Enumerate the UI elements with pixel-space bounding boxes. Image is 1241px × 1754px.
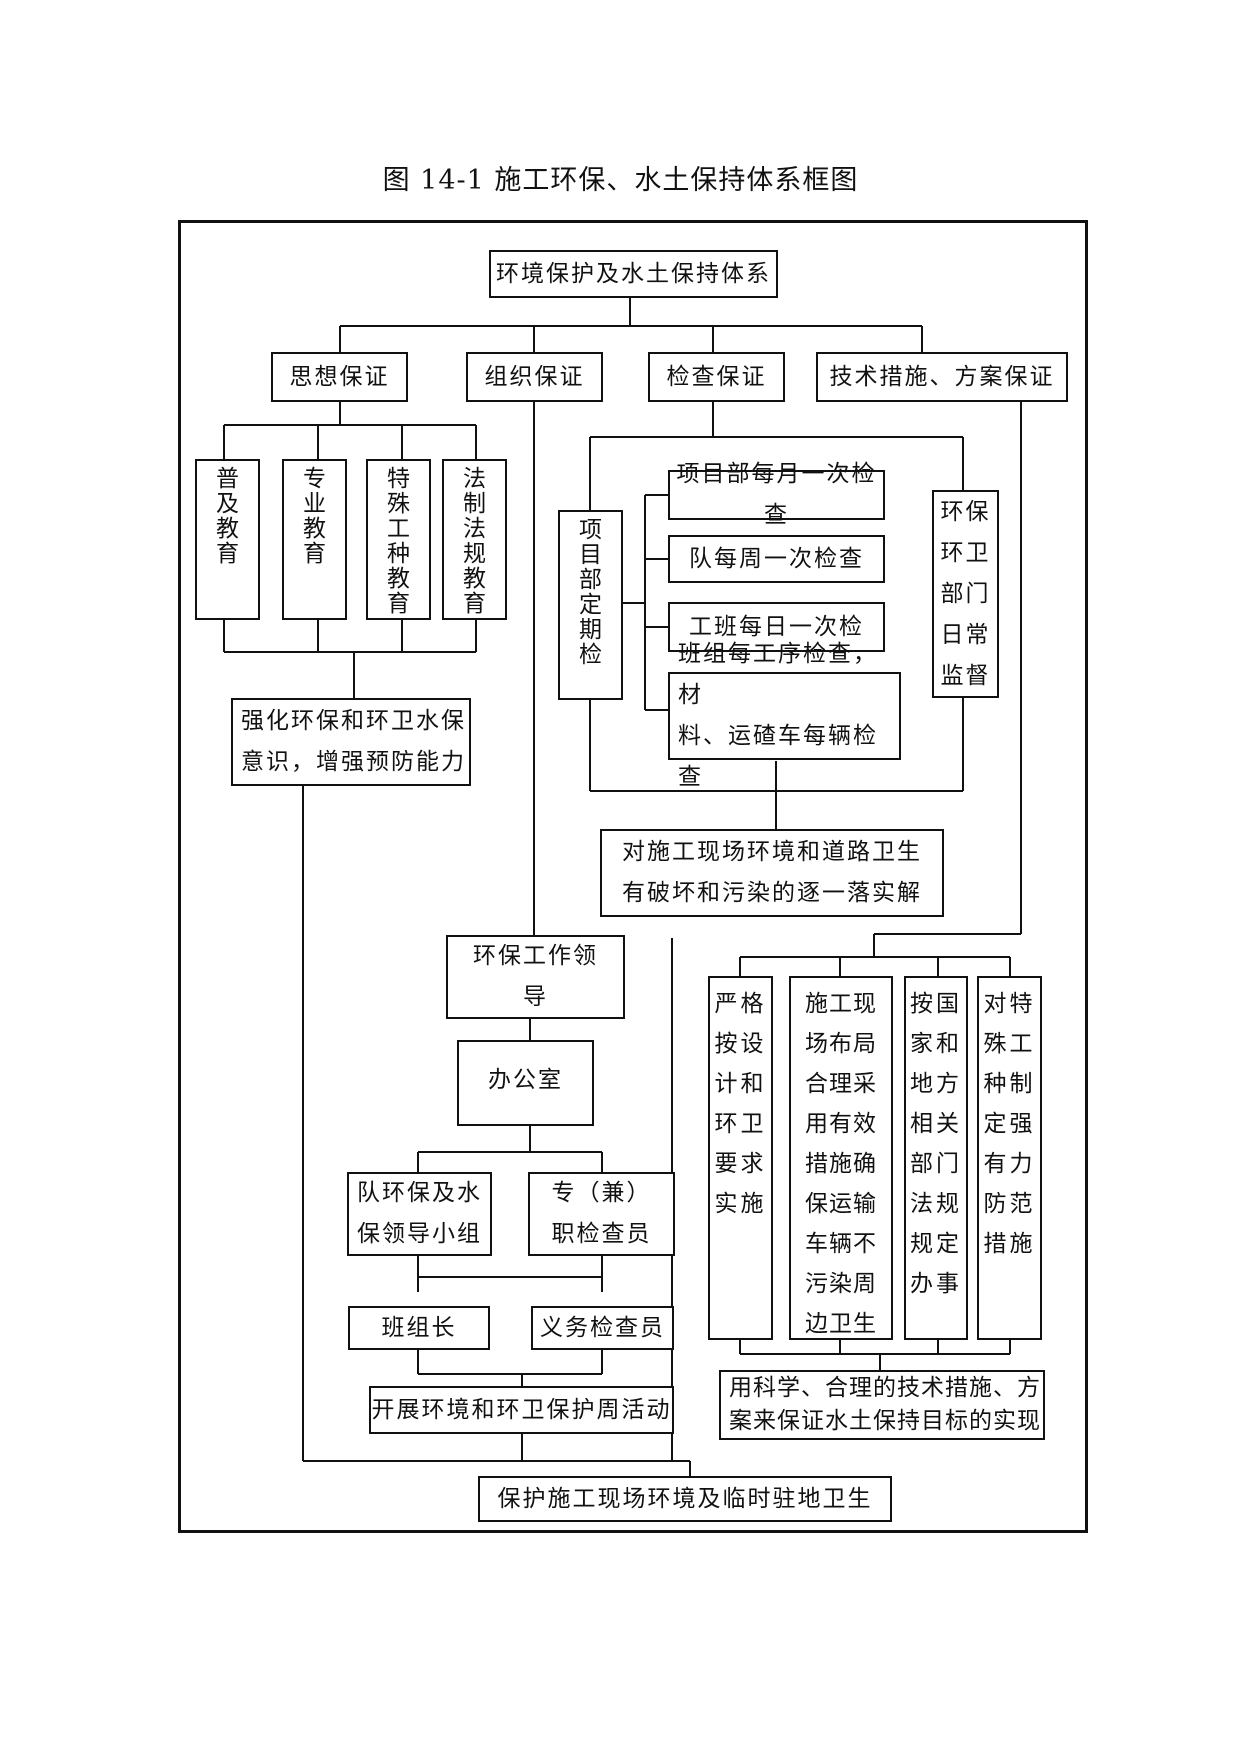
inspection-guarantee-node: 检查保证 xyxy=(648,352,785,402)
periodic-check-node: 项 目 部 定 期 检 xyxy=(558,510,623,700)
ideology-guarantee-node: 思想保证 xyxy=(271,352,408,402)
tech-special-trade-node: 对特 殊工 种制 定强 有力 防范 措施 xyxy=(977,976,1042,1340)
campaign-node: 开展环境和环卫保护周活动 xyxy=(369,1386,674,1434)
legal-education-node: 法 制 法 规 教 育 xyxy=(442,459,507,620)
tech-layout-node: 施工现 场布局 合理采 用有效 措施确 保运输 车辆不 污染周 边卫生 xyxy=(789,976,893,1340)
awareness-node: 强化环保和环卫水保 意识，增强预防能力 xyxy=(231,698,471,786)
inspector-node: 专（兼） 职检查员 xyxy=(528,1172,675,1256)
diagram-frame xyxy=(178,220,1088,1533)
daily-check-node: 工班每日一次检 xyxy=(668,602,885,652)
popular-education-node: 普 及 教 育 xyxy=(195,459,260,620)
special-trade-education-node: 特 殊 工 种 教 育 xyxy=(366,459,431,620)
technical-guarantee-node: 技术措施、方案保证 xyxy=(816,352,1068,402)
technical-goal-node: 用科学、合理的技术措施、方 案来保证水土保持目标的实现 xyxy=(719,1370,1045,1440)
final-goal-node: 保护施工现场环境及临时驻地卫生 xyxy=(478,1476,892,1522)
organization-guarantee-node: 组织保证 xyxy=(466,352,603,402)
weekly-check-node: 队每周一次检查 xyxy=(668,535,885,583)
tech-regulation-node: 按国 家和 地方 相关 部门 法规 规定 办事 xyxy=(904,976,968,1340)
office-node: 办公室 xyxy=(457,1040,594,1126)
daily-supervision-node: 环保 环卫 部门 日常 监督 xyxy=(932,490,999,698)
resolve-node: 对施工现场环境和道路卫生 有破坏和污染的逐一落实解 xyxy=(600,829,944,917)
volunteer-inspector-node: 义务检查员 xyxy=(531,1306,674,1350)
process-check-node: 班组每工序检查，材 料、运碴车每辆检查 xyxy=(668,641,901,790)
leadership-node: 环保工作领 导 xyxy=(446,935,625,1019)
team-leading-group-node: 队环保及水 保领导小组 xyxy=(347,1172,492,1256)
figure-caption: 图 14-1 施工环保、水土保持体系框图 xyxy=(382,165,859,196)
root-node: 环境保护及水土保持体系 xyxy=(489,250,778,298)
tech-design-node: 严格 按设 计和 环卫 要求 实施 xyxy=(708,976,773,1340)
monthly-check-node: 项目部每月一次检查 xyxy=(668,461,885,528)
professional-education-node: 专 业 教 育 xyxy=(282,459,347,620)
squad-leader-node: 班组长 xyxy=(348,1306,490,1350)
